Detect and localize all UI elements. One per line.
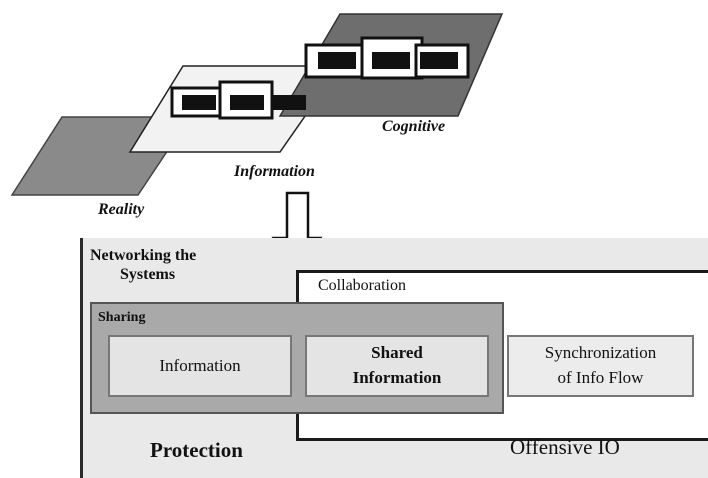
- info-node-1: [182, 95, 216, 110]
- diagram-canvas: Reality Information Cognitive Networking…: [10, 13, 708, 478]
- information-plane-nodes: [170, 80, 306, 120]
- layered-planes-illustration: [10, 13, 504, 240]
- info-node-3: [272, 95, 306, 110]
- collaboration-label: Collaboration: [318, 277, 406, 294]
- shared-information-line1: Shared: [371, 343, 423, 363]
- networking-title-line2: Systems: [120, 266, 176, 284]
- synchronization-box: Synchronization of Info Flow: [507, 335, 694, 397]
- cog-node-2: [372, 52, 410, 69]
- cognitive-label: Cognitive: [382, 118, 446, 135]
- information-box-label: Information: [159, 355, 241, 375]
- networking-title: Networking the Systems: [90, 246, 196, 284]
- information-plane-label: Information: [234, 163, 315, 180]
- synchronization-line1: Synchronization: [544, 343, 657, 363]
- cog-node-1: [318, 52, 356, 69]
- shared-information-box: Shared Information: [305, 335, 489, 397]
- reality-label: Reality: [98, 201, 145, 218]
- synchronization-line2: of Info Flow: [557, 368, 644, 387]
- cognitive-plane-nodes: [304, 36, 470, 80]
- cog-node-frame-3: [414, 43, 470, 79]
- info-node-2: [230, 95, 264, 110]
- sharing-label: Sharing: [98, 310, 146, 325]
- shared-information-line2: Information: [352, 368, 442, 387]
- down-arrow-icon: [271, 191, 323, 240]
- protection-label: Protection: [150, 438, 243, 462]
- networking-title-line1: Networking the: [90, 247, 197, 264]
- cog-node-3: [420, 52, 458, 69]
- offensive-io-label: Offensive IO: [510, 435, 620, 459]
- information-box: Information: [108, 335, 292, 397]
